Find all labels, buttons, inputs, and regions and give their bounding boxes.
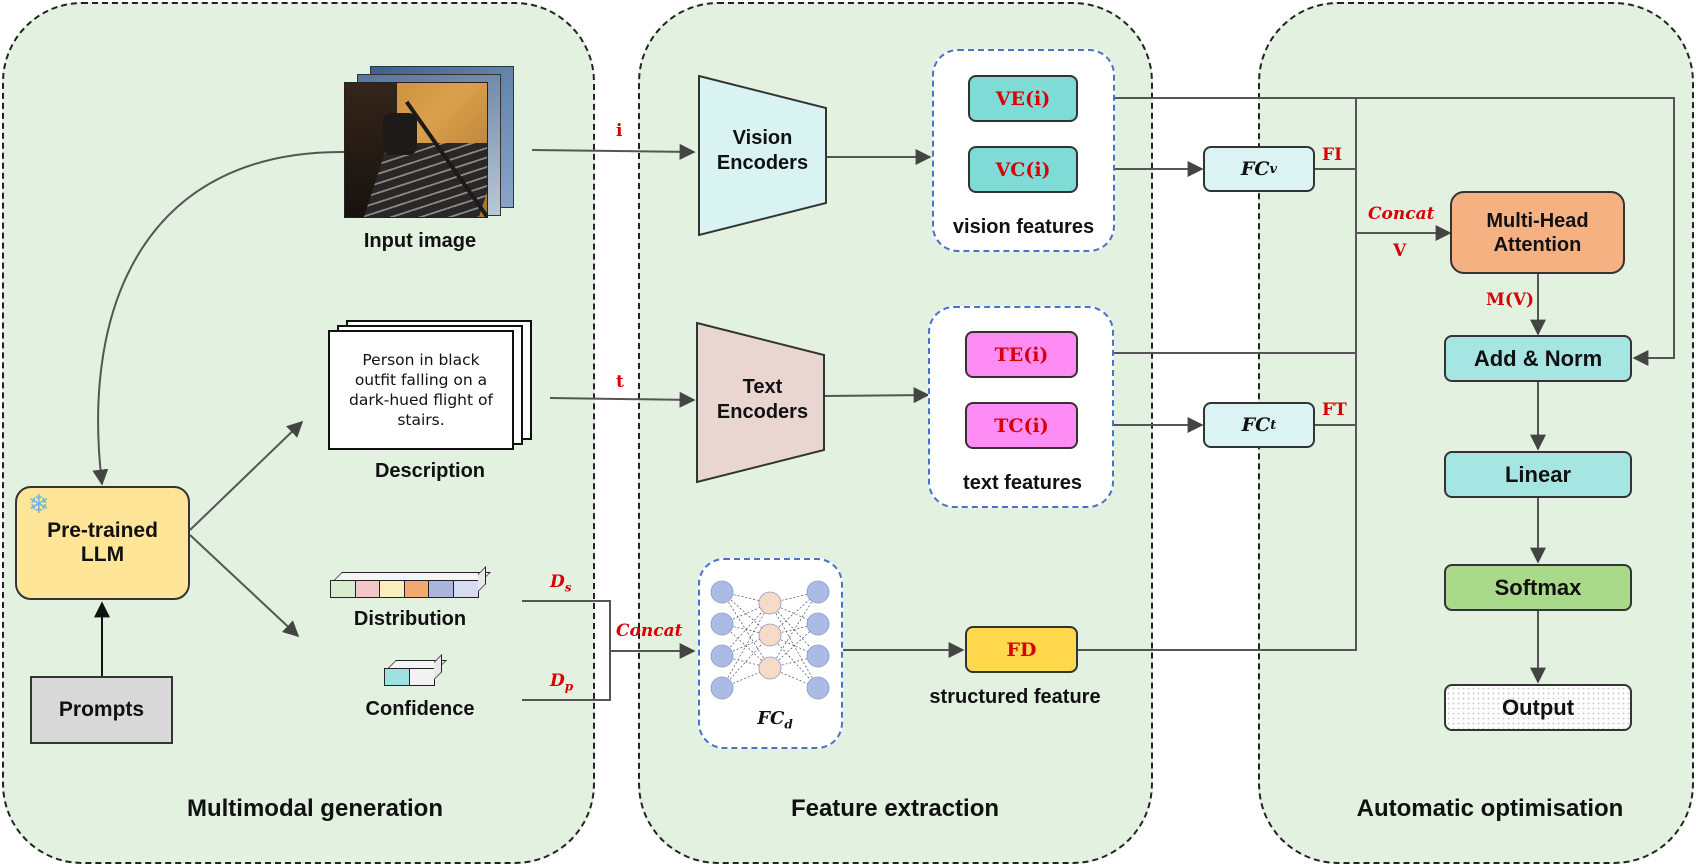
nn-edge — [721, 602, 771, 689]
linear-label: Linear — [1504, 461, 1572, 487]
ve-label: VE(i) — [995, 87, 1051, 110]
input-image-photo — [344, 82, 488, 218]
structured-feature-label: structured feature — [929, 686, 1101, 708]
input-image-stack — [344, 66, 514, 218]
confidence-label: Confidence — [365, 698, 475, 720]
description-text: Person in black outfit falling on a dark… — [349, 351, 493, 429]
te-label: TE(i) — [994, 343, 1049, 366]
softmax-label: Softmax — [1494, 574, 1582, 600]
linear-box: Linear — [1444, 451, 1632, 498]
edge-label-i: i — [616, 121, 623, 141]
fcd-label: FCd — [757, 708, 793, 732]
edge-label-concat-left: Concat — [616, 621, 683, 641]
vision-encoder-shape — [698, 74, 827, 237]
nn-edge — [721, 591, 771, 669]
edge-label-t: t — [616, 372, 624, 392]
nn-node — [758, 591, 782, 615]
text-features-label: text features — [963, 472, 1082, 494]
llm-label: Pre-trained LLM — [47, 519, 158, 566]
nn-node — [806, 676, 830, 700]
nn-node — [710, 612, 734, 636]
prompts-box: Prompts — [30, 676, 173, 744]
output-box: Output — [1444, 684, 1632, 731]
mha-label: Multi-Head Attention — [1486, 209, 1589, 256]
tc-label: TC(i) — [994, 414, 1049, 437]
fct-label: FC — [1241, 414, 1271, 436]
vision-encoder-label: Vision Encoders — [716, 127, 809, 174]
text-encoder-shape — [696, 321, 825, 484]
confidence-bar — [384, 654, 464, 690]
edge-label-mv: M(V) — [1486, 290, 1535, 310]
fd-label: FD — [1006, 638, 1037, 661]
description-stack: Person in black outfit falling on a dark… — [328, 320, 538, 450]
nn-node — [806, 644, 830, 668]
nn-node — [710, 644, 734, 668]
prompts-label: Prompts — [58, 698, 145, 721]
output-label: Output — [1501, 694, 1575, 720]
tc-box: TC(i) — [965, 402, 1078, 449]
pretrained-llm-box: Pre-trained LLM — [15, 486, 190, 600]
add-norm-box: Add & Norm — [1444, 335, 1632, 382]
multi-head-attention-box: Multi-Head Attention — [1450, 191, 1625, 274]
fd-box: FD — [965, 626, 1078, 673]
vc-label: VC(i) — [995, 158, 1051, 181]
nn-edge — [769, 591, 819, 669]
ve-box: VE(i) — [968, 75, 1078, 122]
text-encoder-label: Text Encoders — [716, 376, 809, 423]
distribution-bar — [330, 566, 506, 602]
vision-features-label: vision features — [952, 216, 1095, 238]
nn-node — [758, 623, 782, 647]
distribution-label: Distribution — [353, 608, 467, 630]
fcv-label: FC — [1240, 158, 1270, 180]
edge-label-ft: FT — [1322, 400, 1347, 420]
nn-edge — [769, 623, 819, 669]
nn-node — [758, 656, 782, 680]
nn-node — [710, 676, 734, 700]
panel-title-extraction: Feature extraction — [790, 795, 1000, 822]
add-norm-label: Add & Norm — [1473, 345, 1603, 371]
te-box: TE(i) — [965, 331, 1078, 378]
nn-node — [806, 580, 830, 604]
nn-edge — [769, 602, 819, 689]
edge-label-dp: Dp — [550, 671, 574, 694]
description-label: Description — [374, 460, 486, 482]
nn-node — [806, 612, 830, 636]
edge-label-v: V — [1393, 241, 1407, 261]
panel-title-optimisation: Automatic optimisation — [1356, 795, 1624, 822]
snowflake-icon: ❄ — [28, 490, 50, 520]
description-card: Person in black outfit falling on a dark… — [328, 330, 514, 450]
panel-title-generation: Multimodal generation — [186, 795, 443, 822]
vc-box: VC(i) — [968, 146, 1078, 193]
edge-label-ds: Ds — [550, 572, 572, 595]
edge-label-fi: FI — [1322, 145, 1343, 165]
input-image-label: Input image — [363, 230, 477, 252]
nn-node — [710, 580, 734, 604]
softmax-box: Softmax — [1444, 564, 1632, 611]
edge-label-concat-right: Concat — [1368, 204, 1435, 224]
